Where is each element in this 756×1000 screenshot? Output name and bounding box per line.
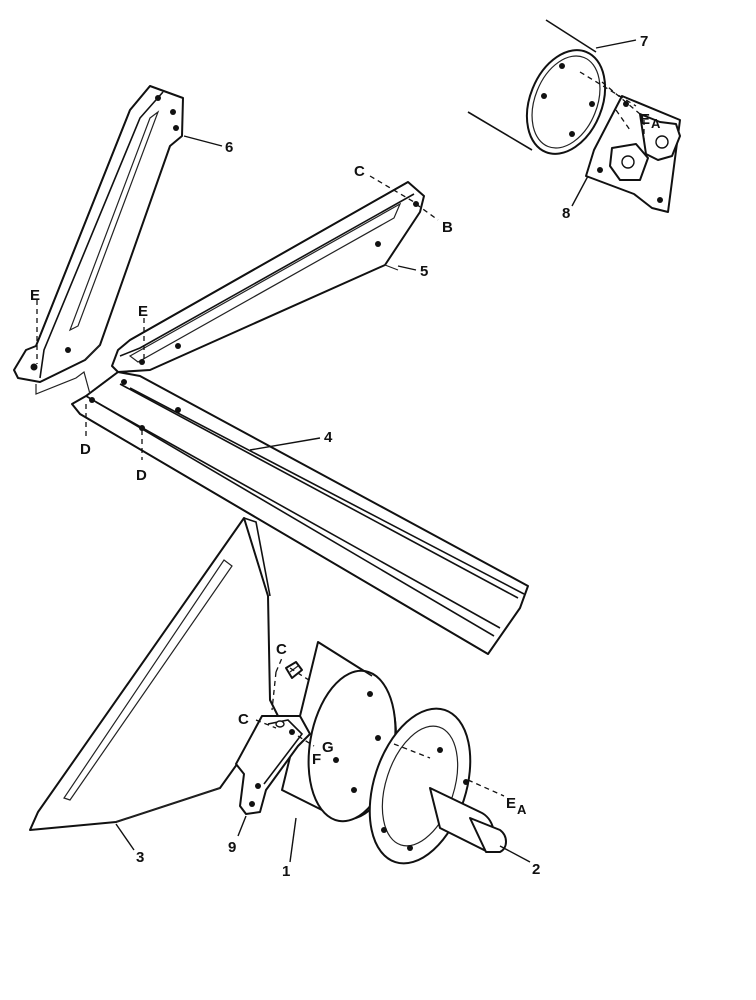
callout-labels: 6 5 4 7 8 3 1 9 2 C B E E D D C C G F E … bbox=[30, 33, 661, 880]
label-ref-e-left: E bbox=[30, 287, 40, 304]
plate-part-8 bbox=[585, 95, 681, 213]
label-part-6: 6 bbox=[225, 139, 233, 156]
label-ref-c-bracket: C bbox=[238, 711, 249, 728]
brace-part-5 bbox=[111, 181, 425, 373]
beam-part-4 bbox=[71, 371, 529, 655]
label-ref-ea-top-sub: A bbox=[651, 116, 661, 131]
alignment-lines bbox=[36, 71, 645, 797]
hub-part-2 bbox=[368, 707, 507, 865]
label-ref-c-top: C bbox=[354, 163, 365, 180]
label-ref-f: F bbox=[312, 751, 321, 768]
label-part-7: 7 bbox=[640, 33, 648, 50]
label-ref-ea-hub-sub: A bbox=[517, 802, 527, 817]
label-ref-ea-hub: E bbox=[506, 795, 516, 812]
bracket-part-6 bbox=[13, 85, 184, 383]
cap-part-7 bbox=[467, 19, 607, 155]
label-part-9: 9 bbox=[228, 839, 236, 856]
label-ref-g: G bbox=[322, 739, 334, 756]
label-ref-ea-top: E bbox=[640, 111, 650, 128]
label-ref-e-mid: E bbox=[138, 303, 148, 320]
label-part-4: 4 bbox=[324, 429, 333, 446]
label-part-8: 8 bbox=[562, 205, 570, 222]
leader-lines bbox=[115, 39, 637, 863]
label-ref-b: B bbox=[442, 219, 453, 236]
chute-part-3 bbox=[29, 517, 279, 831]
label-part-1: 1 bbox=[282, 863, 290, 880]
break-line bbox=[35, 370, 91, 395]
label-ref-d-mid: D bbox=[136, 467, 147, 484]
label-part-3: 3 bbox=[136, 849, 144, 866]
label-ref-c-clip: C bbox=[276, 641, 287, 658]
bracket-part-9 bbox=[235, 715, 311, 815]
label-ref-d-left: D bbox=[80, 441, 91, 458]
label-part-2: 2 bbox=[532, 861, 540, 878]
label-part-5: 5 bbox=[420, 263, 428, 280]
